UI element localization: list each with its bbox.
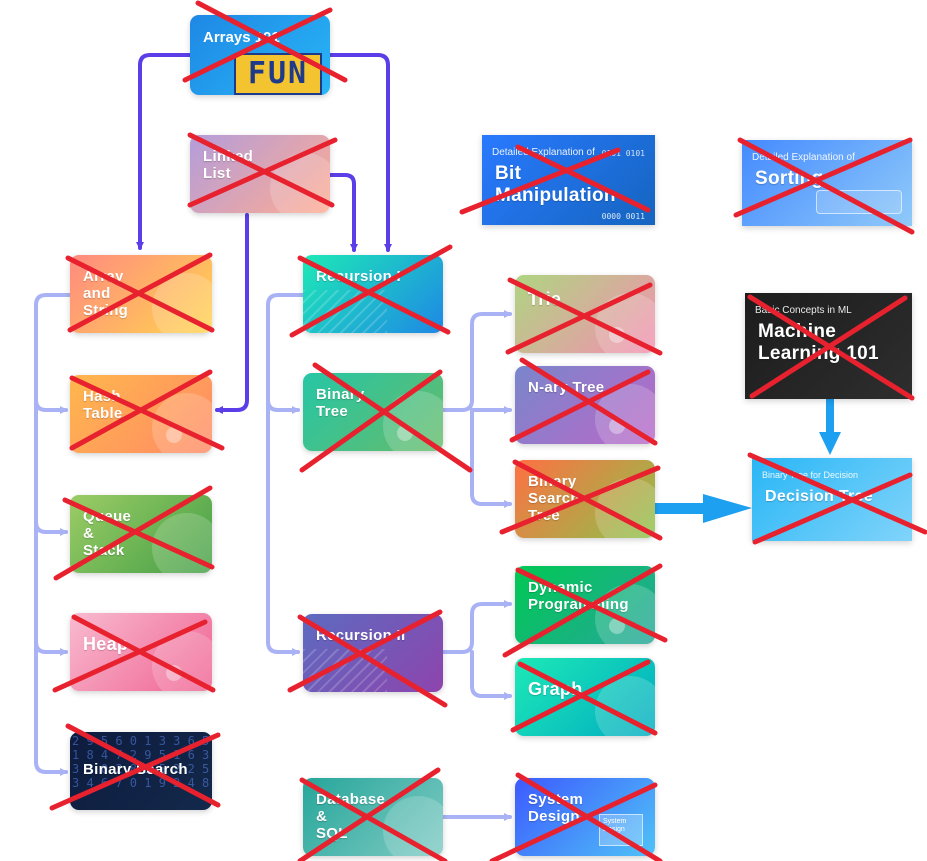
card-title: N-ary Tree xyxy=(528,379,605,396)
card-subtitle: Detailed Explanation of xyxy=(752,152,855,163)
card-bit-manipulation[interactable]: Detailed Explanation of Bit Manipulation… xyxy=(482,135,655,225)
card-decision-tree[interactable]: Binary Tree for Decision Decision Tree xyxy=(752,458,912,541)
decoration xyxy=(383,796,443,856)
edge-array-string-trunk xyxy=(34,293,72,776)
card-title: Binary Search xyxy=(83,761,188,778)
card-title: Arrays 101 xyxy=(203,29,280,46)
card-title: Database & SQL xyxy=(316,791,386,842)
card-title: Recursion I xyxy=(316,268,401,285)
card-trie[interactable]: Trie xyxy=(515,275,655,353)
card-binary-tree[interactable]: Binary Tree xyxy=(303,373,443,451)
edge-arrays-to-array-string xyxy=(136,53,192,250)
edge-bst-to-decision-tree-head xyxy=(703,494,752,523)
decoration-dot xyxy=(397,425,413,441)
decoration xyxy=(152,393,212,453)
card-array-and-string[interactable]: Array and String xyxy=(70,255,212,333)
decoration xyxy=(595,293,655,353)
decoration xyxy=(152,513,212,573)
edge-bst-to-decision-tree-shaft xyxy=(636,503,706,514)
decoration-dot xyxy=(609,418,625,434)
card-title: Binary Search Tree xyxy=(528,473,580,524)
decoration-lines xyxy=(303,649,387,692)
card-title: System Design xyxy=(528,791,584,825)
card-sorting[interactable]: Detailed Explanation of Sorting xyxy=(742,140,912,226)
card-database-and-sql[interactable]: Database & SQL xyxy=(303,778,443,856)
bits-top: 0101 0101 xyxy=(601,149,645,158)
card-title: Queue & Stack xyxy=(83,508,132,559)
edge-linked-list-to-recursion1 xyxy=(328,173,358,252)
card-dynamic-programming[interactable]: Dynamic Programming xyxy=(515,566,655,644)
card-title: Machine Learning 101 xyxy=(758,321,879,364)
card-title: Decision Tree xyxy=(765,488,873,505)
card-title: Bit Manipulation xyxy=(495,163,616,206)
decoration xyxy=(383,391,443,451)
card-title: Trie xyxy=(528,289,562,309)
edge-recursion2-to-dp xyxy=(441,600,512,654)
card-title: Binary Tree xyxy=(316,386,365,420)
fun-badge: FUN xyxy=(234,53,322,95)
edge-ml-to-decision-tree-head xyxy=(819,432,841,455)
edge-arrays-to-recursion1 xyxy=(328,53,392,252)
decoration xyxy=(595,478,655,538)
edge-binary-tree-to-bst xyxy=(470,408,512,508)
card-queue-and-stack[interactable]: Queue & Stack xyxy=(70,495,212,573)
edge-linked-list-to-hash-table xyxy=(215,213,249,414)
edge-to-queue-stack xyxy=(34,520,68,536)
decoration-dot xyxy=(166,665,182,681)
edge-to-binary-tree xyxy=(266,398,300,414)
decoration-dot xyxy=(609,327,625,343)
bits-bottom: 0000 0011 xyxy=(601,212,645,221)
card-title: Linked List xyxy=(203,148,254,182)
card-heap[interactable]: Heap xyxy=(70,613,212,691)
card-system-design[interactable]: System Design System Design xyxy=(515,778,655,856)
card-subtitle: Detailed Explanation of xyxy=(492,147,595,158)
edge-recursion1-trunk xyxy=(266,293,305,656)
card-linked-list[interactable]: Linked List xyxy=(190,135,330,213)
edge-ml-to-decision-tree-shaft xyxy=(826,398,834,438)
card-subtitle: Basic Concepts in ML xyxy=(755,305,852,316)
card-title: Sorting xyxy=(755,168,824,189)
card-title: Recursion II xyxy=(316,627,406,644)
system-design-thumbnail: System Design xyxy=(599,814,643,846)
decoration-dot xyxy=(609,618,625,634)
sorting-boxes xyxy=(816,190,902,214)
decoration xyxy=(152,631,212,691)
edge-to-heap xyxy=(34,640,68,656)
decoration-lines xyxy=(303,290,387,333)
card-recursion-1[interactable]: Recursion I xyxy=(303,255,443,333)
card-title: Graph xyxy=(528,679,583,699)
card-graph[interactable]: Graph xyxy=(515,658,655,736)
decoration xyxy=(270,153,330,213)
card-binary-search[interactable]: 2 9 5 6 0 1 3 3 6 5 1 8 4 7 2 9 5 1 6 3 … xyxy=(70,732,212,810)
decoration xyxy=(152,273,212,333)
card-subtitle: Binary Tree for Decision xyxy=(762,470,859,480)
card-recursion-2[interactable]: Recursion II xyxy=(303,614,443,692)
card-title: Heap xyxy=(83,634,129,654)
card-arrays-101[interactable]: Arrays 101 FUN xyxy=(190,15,330,95)
decoration xyxy=(595,676,655,736)
card-binary-search-tree[interactable]: Binary Search Tree xyxy=(515,460,655,538)
card-title: Array and String xyxy=(83,268,129,319)
edge-binary-tree-to-trie xyxy=(441,310,512,412)
edge-to-hash-table xyxy=(34,398,68,414)
card-n-ary-tree[interactable]: N-ary Tree xyxy=(515,366,655,444)
card-title: Hash Table xyxy=(83,388,123,422)
card-hash-table[interactable]: Hash Table xyxy=(70,375,212,453)
card-machine-learning-101[interactable]: Basic Concepts in ML Machine Learning 10… xyxy=(745,293,912,399)
decoration-dot xyxy=(166,427,182,443)
edge-recursion2-to-graph xyxy=(470,650,512,700)
